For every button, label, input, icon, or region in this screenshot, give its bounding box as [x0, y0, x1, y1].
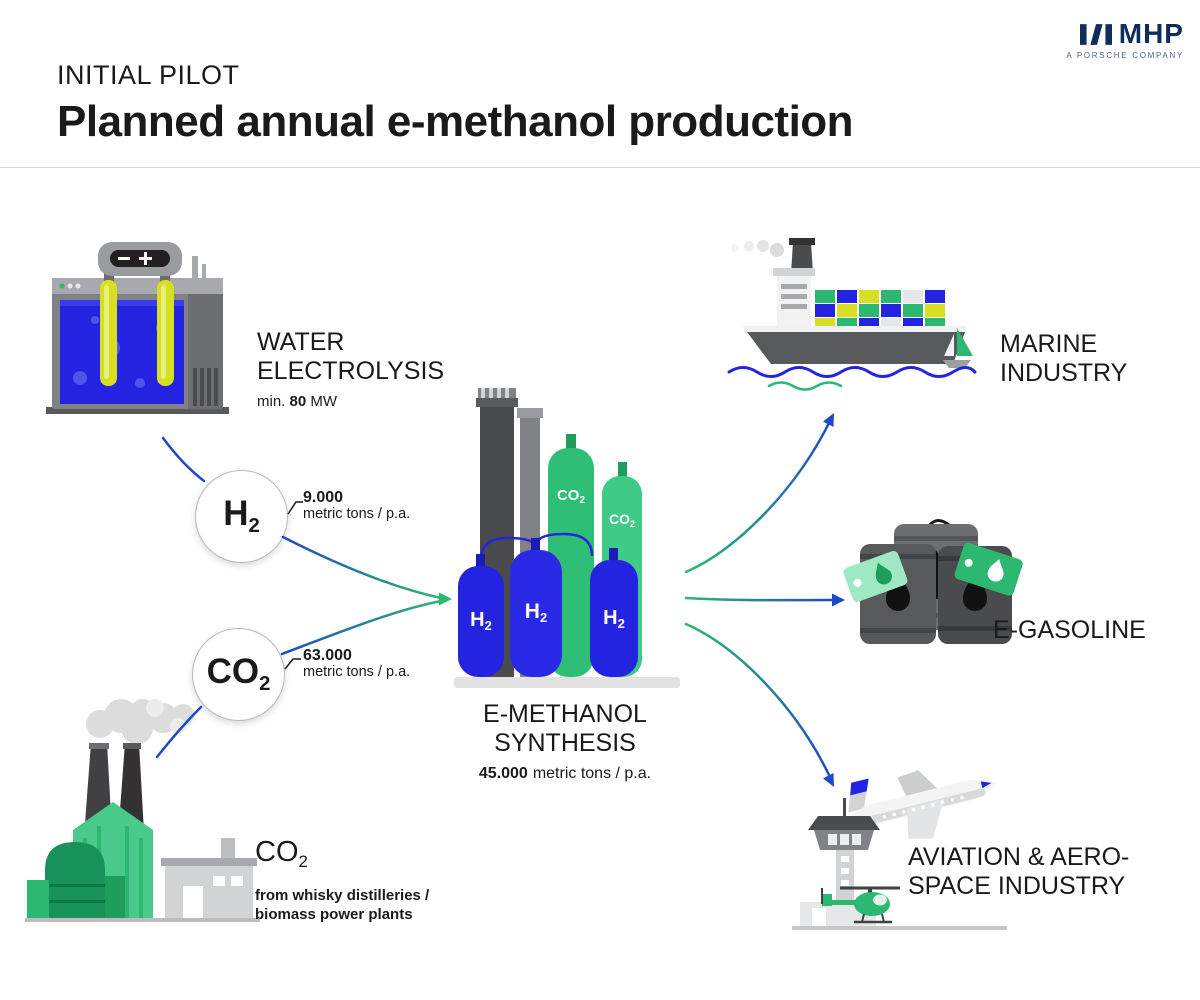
- vent-slats: [193, 368, 218, 406]
- electrolyzer-illustration: [46, 242, 229, 414]
- e-gasoline-label-block: E-GASOLINE: [993, 616, 1146, 645]
- aviation-label-block: AVIATION & AERO- SPACE INDUSTRY: [908, 843, 1129, 901]
- arrow-h2-to-synthesis: [281, 535, 443, 600]
- h2-amount-block: 9.000 metric tons / p.a.: [303, 489, 410, 523]
- e-gasoline-barrels-illustration: [843, 519, 1023, 644]
- h2-tank-2: H2: [510, 538, 562, 677]
- co2-tank-label: CO2: [557, 487, 586, 506]
- electrolysis-label-line2: ELECTROLYSIS: [257, 357, 445, 385]
- platform: [454, 677, 680, 688]
- h2-tank-label: H2: [525, 600, 547, 625]
- ground: [792, 926, 1007, 930]
- logo-name: MHP: [1118, 18, 1184, 49]
- mhp-bars-icon: [1079, 23, 1112, 45]
- airplane: [848, 770, 997, 839]
- helicopter: [821, 886, 900, 924]
- waves: [727, 366, 977, 391]
- electrodes: [100, 280, 174, 386]
- arrow-synthesis-to-egasoline: [684, 596, 834, 602]
- header-divider: [0, 167, 1200, 168]
- electrolysis-label-block: WATER ELECTROLYSIS min. 80 MW: [257, 328, 444, 410]
- gray-building: [161, 838, 257, 920]
- h2-node: H2: [195, 470, 288, 563]
- factory-illustration: [25, 699, 260, 922]
- hull: [743, 326, 967, 364]
- sailboat: [943, 328, 973, 368]
- co2-source-symbol: CO2: [255, 836, 308, 871]
- marine-label-line2: INDUSTRY: [1000, 359, 1128, 387]
- aviation-illustration: [792, 770, 1007, 930]
- aviation-label-line2: SPACE INDUSTRY: [908, 872, 1126, 900]
- mhp-logo: MHP A PORSCHE COMPANY: [1066, 18, 1184, 61]
- container-stack: [815, 290, 945, 331]
- h2-tank-1: H2: [458, 554, 504, 677]
- smoke: [86, 699, 194, 744]
- electrolysis-label-line1: WATER: [257, 328, 345, 356]
- h2-amount: 9.000: [303, 489, 344, 506]
- oil-droplet-icon: [963, 572, 987, 611]
- price-tag-left: [843, 550, 908, 602]
- h2-unit: metric tons / p.a.: [303, 506, 411, 522]
- marine-label-line1: MARINE: [1000, 330, 1098, 358]
- co2-amount-block: 63.000 metric tons / p.a.: [303, 647, 410, 681]
- co2-tank-label: CO2: [609, 511, 635, 529]
- kicker-text: INITIAL PILOT: [57, 60, 240, 90]
- co2-unit: metric tons / p.a.: [303, 664, 411, 680]
- green-silo: [27, 880, 49, 920]
- marine-label-block: MARINE INDUSTRY: [1000, 330, 1127, 388]
- bridge: [773, 268, 815, 332]
- co2-source-detail: from whisky distilleries / biomass power…: [255, 886, 430, 923]
- page-title: Planned annual e-methanol production: [57, 97, 854, 146]
- electrolysis-detail: min. 80 MW: [257, 393, 338, 410]
- funnel: [789, 238, 815, 274]
- co2-node-label: CO2: [206, 652, 271, 696]
- header: INITIAL PILOT Planned annual e-methanol …: [57, 60, 854, 147]
- arrow-electrolysis-to-h2: [161, 436, 206, 483]
- h2-tank-label: H2: [603, 607, 625, 631]
- h2-node-label: H2: [223, 494, 260, 538]
- logo-tagline: A PORSCHE COMPANY: [1066, 51, 1184, 60]
- co2-amount: 63.000: [303, 647, 352, 664]
- e-gasoline-label: E-GASOLINE: [993, 616, 1146, 644]
- leader-ticks: [284, 501, 303, 670]
- price-tag-right: [954, 542, 1023, 596]
- arrow-synthesis-to-marine: [684, 421, 831, 574]
- electrolyzer-base: [46, 407, 229, 414]
- plane-windows: [882, 795, 964, 819]
- co2-source-label-block: CO2 from whisky distilleries / biomass p…: [255, 836, 429, 924]
- ground: [25, 918, 260, 922]
- aviation-label-line1: AVIATION & AERO-: [908, 843, 1130, 871]
- h2-tank-3: H2: [590, 548, 638, 677]
- battery-cap-icon: [98, 242, 182, 276]
- co2-node: CO2: [192, 628, 285, 721]
- ship-smoke: [731, 240, 784, 257]
- container-ship-illustration: [727, 238, 977, 391]
- synthesis-label-line2: SYNTHESIS: [494, 729, 636, 757]
- synthesis-label-line1: E-METHANOL: [483, 700, 647, 728]
- h2-tank-label: H2: [470, 609, 492, 633]
- synthesis-plant-illustration: CO2 CO2 H2 H2 H2: [454, 388, 680, 688]
- dome-tank: [45, 842, 105, 920]
- oil-droplet-icon: [886, 572, 910, 611]
